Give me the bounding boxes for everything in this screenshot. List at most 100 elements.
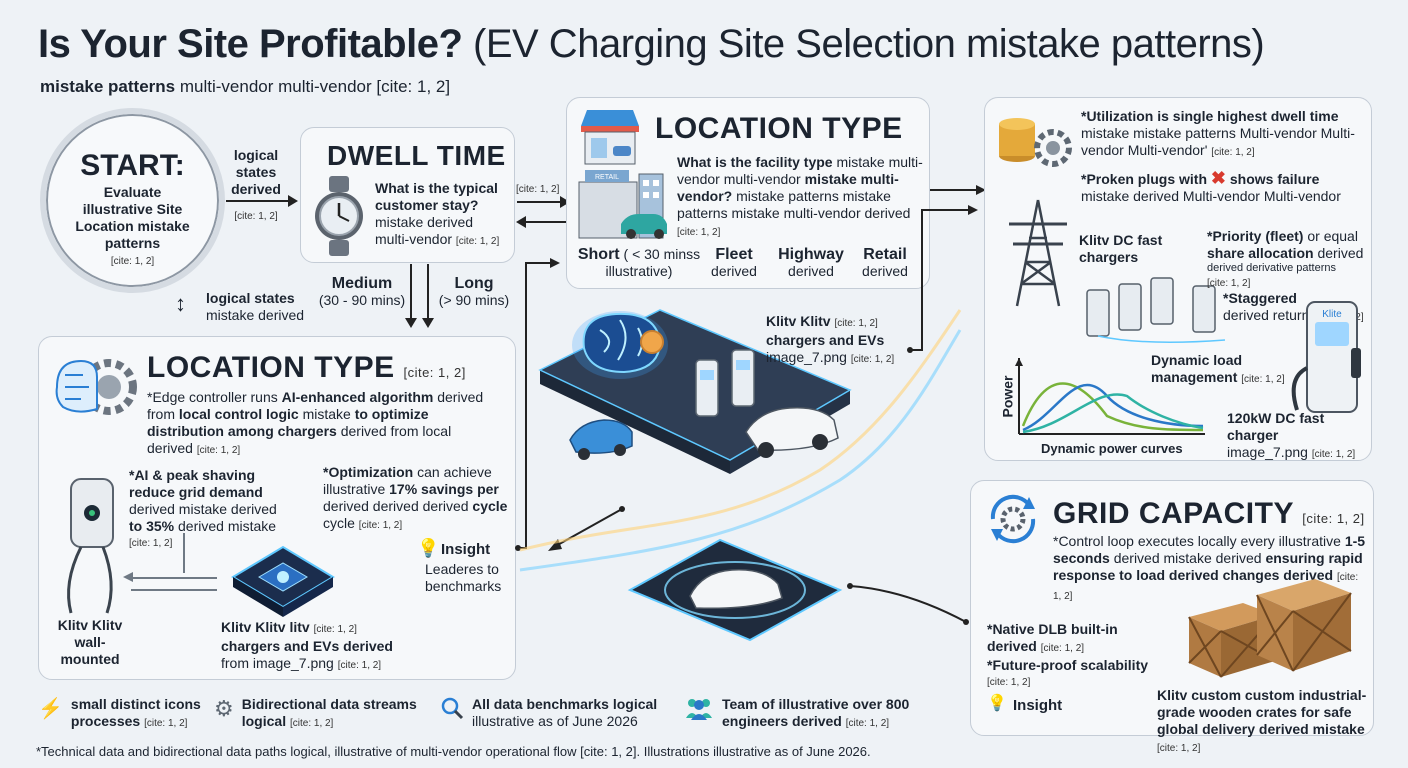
legend-item-team: Team of illustrative over 800 engineers …: [684, 696, 924, 732]
arrow-location-to-dwell: [524, 221, 568, 223]
connector-location-to-util: [930, 185, 986, 195]
future-bold: *Future-proof scalability: [987, 657, 1149, 673]
ls-side-rest: mistake derived: [206, 307, 305, 323]
crates-caption: Klitv custom custom industrial-grade woo…: [1157, 687, 1371, 757]
option-fleet-label: Fleet: [715, 246, 753, 263]
loc-q-rest2: mistake patterns mistake patterns mistak…: [677, 188, 911, 221]
medium-bold: Medium: [331, 275, 393, 292]
opt-rest2: derived derived derived: [323, 498, 469, 514]
arrow-chip-to-wall: [131, 577, 217, 579]
optimization-text: *Optimization can achieve illustrative 1…: [323, 464, 513, 534]
option-retail[interactable]: Retail derived: [851, 246, 919, 280]
option-short[interactable]: Short ( < 30 minss illustrative): [575, 246, 703, 280]
p1-cite: [cite: 1, 2]: [196, 445, 241, 456]
insight-bulb-icon: 💡: [417, 538, 440, 558]
chip-cite1: [cite: 1, 2]: [313, 624, 357, 635]
arrow-long: [427, 264, 429, 322]
center-rest: image_7.png: [766, 349, 847, 365]
p1b: AI-enhanced algorithm: [281, 389, 434, 405]
arrowhead: [422, 318, 434, 328]
charger-brand: Klite: [1322, 309, 1342, 320]
priority-rest: or equal: [1307, 228, 1358, 244]
option-short-label: Short: [577, 246, 620, 263]
chip-cite2: [cite: 1, 2]: [337, 660, 382, 671]
loc-cite: [cite: 1, 2]: [677, 227, 721, 238]
legend1-cite: [cite: 1, 2]: [289, 718, 334, 729]
legend0-cite: [cite: 1, 2]: [144, 718, 188, 729]
arrowhead: [123, 572, 133, 582]
dwell-time-panel: DWELL TIME What is the typical customer …: [300, 127, 515, 263]
location-top-question: What is the facility type mistake multi-…: [677, 154, 927, 241]
ls-side-bold: logical states: [206, 290, 295, 306]
grid-bold1: 1-5 seconds: [1053, 533, 1366, 566]
p1c: derived from: [147, 389, 484, 422]
loc-bottom-title: LOCATION TYPE: [147, 351, 395, 384]
dlm-bold: Dynamic load management: [1151, 352, 1243, 385]
legend-item-streams: ⚙ Bidirectional data streams logical [ci…: [214, 696, 434, 732]
connector-center-to-grid: [847, 583, 969, 625]
store-sign: RETAIL: [595, 174, 619, 181]
priority-bold2: share allocation: [1207, 245, 1314, 261]
dlm-cite: [cite: 1, 2]: [1241, 374, 1285, 385]
ls-line1: logical: [233, 147, 279, 163]
grid-rest1: *Control loop executes locally every ill…: [1053, 533, 1341, 549]
chip-label: Klitv Klitv litv [cite: 1, 2] chargers a…: [221, 619, 401, 674]
loc-q-rest1: mistake multi-vendor multi-vendor: [677, 154, 923, 187]
chip-bold1: Klitv Klitv litv: [221, 619, 310, 635]
grid-heading: GRID CAPACITY [cite: 1, 2]: [1053, 497, 1365, 531]
grid-rest2: derived mistake derived: [1113, 550, 1262, 566]
staggered-bold: *Staggered: [1223, 290, 1297, 306]
p1a: *Edge controller runs: [147, 389, 278, 405]
legend-item-icons: ⚡ small distinct icons processes [cite: …: [38, 696, 218, 732]
crates-bold: Klitv custom custom industrial-grade woo…: [1157, 687, 1367, 737]
loc-q-bold1: What is the facility type: [677, 154, 833, 170]
legend2-rest: illustrative as of June 2026: [472, 713, 638, 729]
utilization-text: *Utilization is single highest dwell tim…: [1081, 108, 1369, 161]
brain-gear-icon: [55, 359, 137, 415]
priority-cite: [cite: 1, 2]: [1207, 278, 1251, 289]
dwell-cite: [cite: 1, 2]: [455, 236, 500, 247]
wall-mounted-label: Klitv Klitv wall-mounted: [57, 617, 123, 667]
priority-rest2: derived: [1317, 245, 1364, 261]
storefront-icon: [581, 110, 639, 165]
chip-bold2: chargers and EVs derived: [221, 638, 393, 654]
opt-bold: *Optimization: [323, 464, 414, 480]
option-highway[interactable]: Highway derived: [773, 246, 849, 280]
legend0-bold: small distinct icons processes: [70, 696, 201, 729]
charger-cite: [cite: 1, 2]: [1311, 449, 1356, 460]
native-dlb-text: *Native DLB built-in derived [cite: 1, 2…: [987, 621, 1157, 691]
native-rest: derived: [987, 638, 1037, 654]
logical-states-side: logical states mistake derived: [206, 290, 316, 324]
ai-bold2: to 35%: [129, 518, 175, 534]
dynamic-power-curves: [1015, 358, 1205, 435]
long-bold: Long: [454, 275, 494, 292]
legend1-bold: Bidirectional data streams logical: [241, 696, 417, 729]
option-highway-label: Highway: [778, 246, 844, 263]
power-tower-icon: [1009, 199, 1067, 307]
util-cite: [cite: 1, 2]: [1211, 147, 1255, 158]
opt-bold2: 17% savings per: [389, 481, 499, 497]
location-bottom-heading: LOCATION TYPE [cite: 1, 2]: [147, 351, 466, 385]
start-node[interactable]: START: Evaluate illustrative Site Locati…: [40, 108, 225, 293]
ai-peak-shaving-text: *AI & peak shaving reduce grid demand de…: [129, 467, 289, 552]
grid-cite2: [cite: 1, 2]: [1053, 572, 1359, 602]
arrow-start-to-dwell: [226, 200, 292, 202]
opt-rest3: cycle: [323, 515, 355, 531]
p1f: to optimize distribution among chargers: [147, 406, 429, 439]
option-retail-label: Retail: [863, 246, 907, 263]
location-type-panel-bottom: LOCATION TYPE [cite: 1, 2] *Edge control…: [38, 336, 516, 680]
priority-bold: *Priority (fleet): [1207, 228, 1304, 244]
arrowhead: [560, 196, 570, 208]
dwell-location-cite: [cite: 1, 2]: [516, 184, 560, 195]
control-loop-text: *Control loop executes locally every ill…: [1053, 533, 1369, 605]
grid-insight-label: Insight: [1013, 697, 1063, 714]
option-fleet[interactable]: Fleet derived: [703, 246, 765, 280]
center-bold1: Klitv Klitv: [766, 313, 831, 329]
curves-label: Dynamic power curves: [1041, 441, 1183, 456]
grid-capacity-panel: GRID CAPACITY [cite: 1, 2] *Control loop…: [970, 480, 1374, 754]
footer-note: *Technical data and bidirectional data p…: [36, 744, 871, 759]
dc-fast-charger-icon: Klite: [1291, 301, 1361, 413]
ls-line3: derived: [231, 181, 281, 197]
arrowhead: [516, 216, 526, 228]
opt-bold3: cycle: [472, 498, 508, 514]
